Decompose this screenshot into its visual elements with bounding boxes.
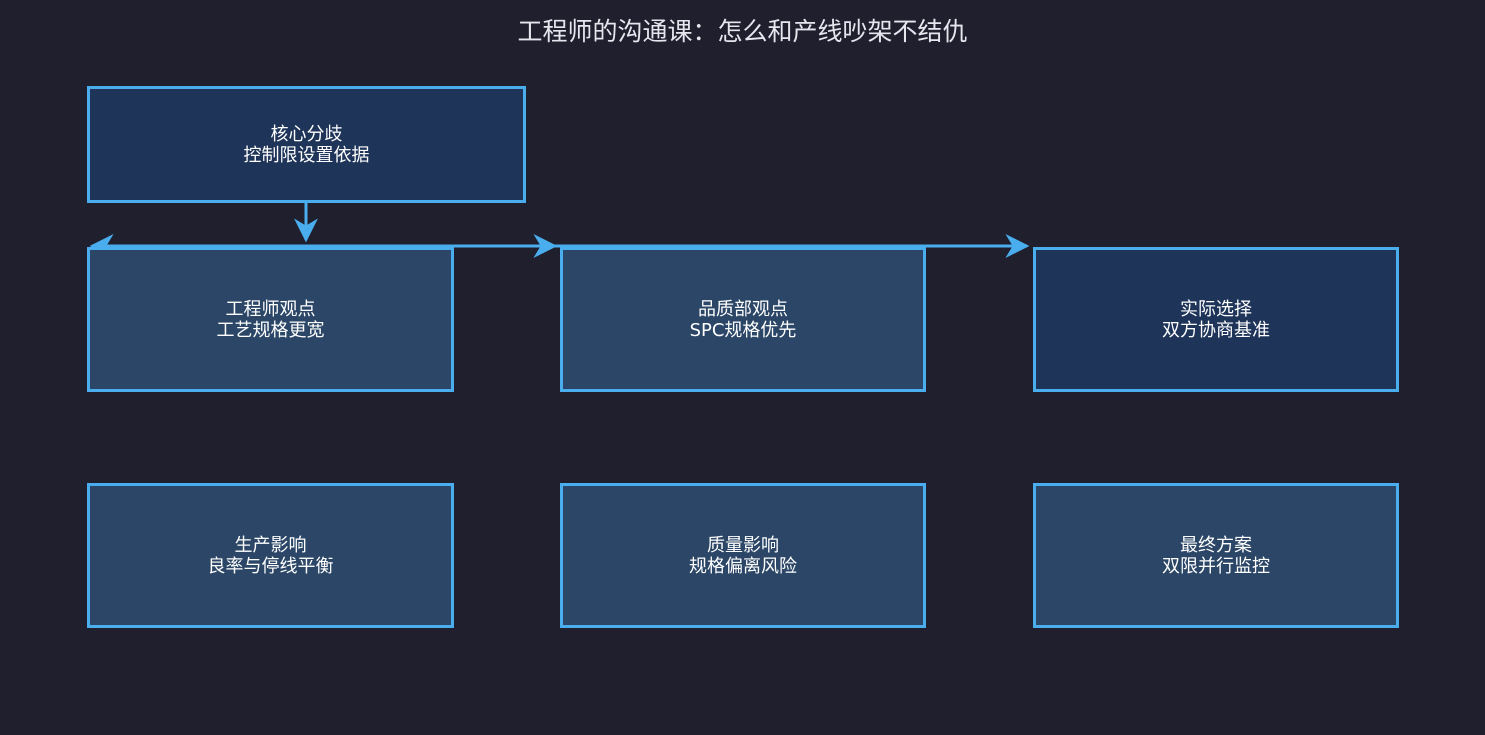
node-core-divergence: 核心分歧 控制限设置依据 [87, 86, 526, 203]
node-engineer-subtitle: 工艺规格更宽 [216, 319, 325, 341]
node-engineer-title: 工程师观点 [225, 298, 316, 320]
node-actual-choice: 实际选择 双方协商基准 [1033, 247, 1399, 392]
node-core-title: 核心分歧 [270, 123, 343, 145]
node-production-impact-subtitle: 良率与停线平衡 [207, 555, 334, 577]
node-final-title: 最终方案 [1180, 534, 1252, 556]
node-production-impact: 生产影响 良率与停线平衡 [87, 483, 454, 628]
node-engineer-view: 工程师观点 工艺规格更宽 [87, 247, 454, 392]
node-quality-view: 品质部观点 SPC规格优先 [560, 247, 926, 392]
node-final-subtitle: 双限并行监控 [1162, 555, 1270, 577]
node-quality-impact-subtitle: 规格偏离风险 [689, 555, 797, 577]
node-quality-impact-title: 质量影响 [707, 534, 779, 556]
node-quality-impact: 质量影响 规格偏离风险 [560, 483, 926, 628]
node-quality-title: 品质部观点 [698, 298, 788, 320]
node-final-plan: 最终方案 双限并行监控 [1033, 483, 1399, 628]
node-production-impact-title: 生产影响 [234, 534, 307, 556]
node-core-subtitle: 控制限设置依据 [243, 144, 370, 166]
node-actual-subtitle: 双方协商基准 [1162, 319, 1270, 341]
diagram-title: 工程师的沟通课：怎么和产线吵架不结仇 [517, 17, 968, 46]
node-actual-title: 实际选择 [1180, 298, 1252, 320]
node-quality-subtitle: SPC规格优先 [689, 319, 797, 341]
